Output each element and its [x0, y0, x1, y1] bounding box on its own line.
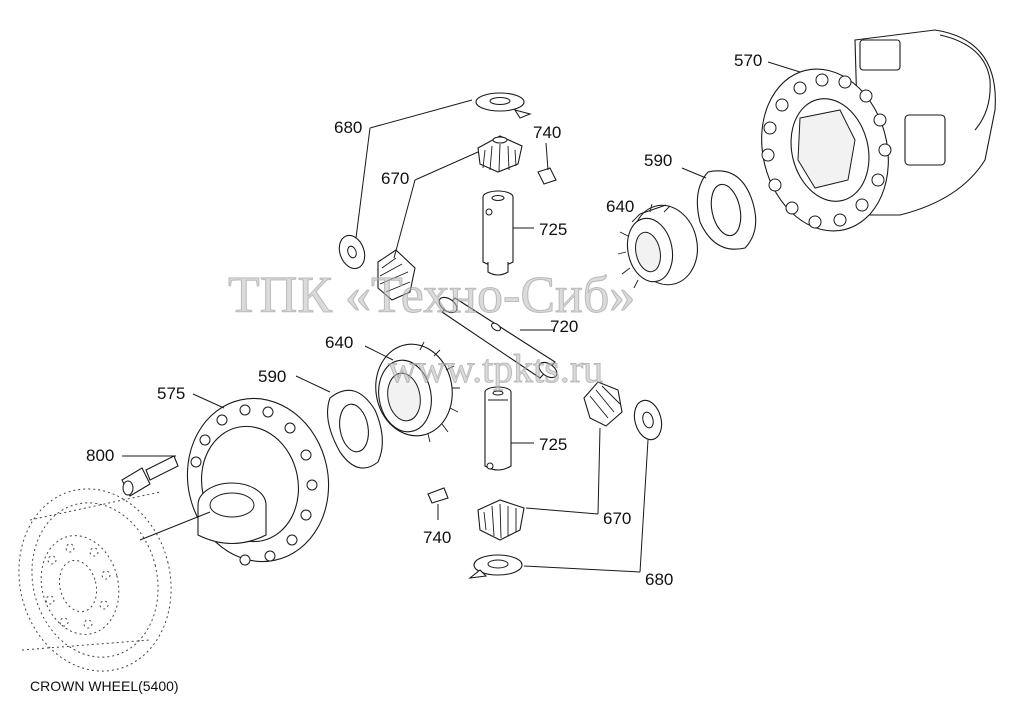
label-680-top: 680	[334, 118, 362, 137]
label-670-top: 670	[381, 169, 409, 188]
pinion-gear-670-right	[583, 381, 623, 427]
label-590-right: 590	[644, 151, 672, 170]
pinion-gear-670-left	[377, 249, 416, 301]
lock-pin-740-top	[537, 167, 557, 185]
watermark-main: ТПК «Техно-Сиб»	[228, 267, 635, 324]
thrust-washer-680-left	[338, 234, 366, 270]
part-labels: 570 680 740 670 590 640 725 720 640 590 …	[86, 51, 762, 589]
cross-shaft-725-bottom	[484, 386, 512, 471]
label-800: 800	[86, 446, 114, 465]
thrust-washer-590-left	[327, 389, 383, 469]
label-670-bottom: 670	[603, 509, 631, 528]
watermark-url: www.tpkts.ru	[388, 346, 603, 391]
label-570: 570	[734, 51, 762, 70]
label-640-right: 640	[606, 197, 634, 216]
label-740-bottom: 740	[423, 528, 451, 547]
crown-wheel-5400	[18, 488, 172, 672]
label-590-left: 590	[258, 367, 286, 386]
label-640-left: 640	[325, 333, 353, 352]
thrust-washer-590-right	[696, 170, 757, 250]
bolt-800	[121, 455, 179, 497]
label-720: 720	[550, 317, 578, 336]
label-740-top: 740	[533, 123, 561, 142]
case-flange-575	[186, 397, 330, 566]
side-gear-640-left	[375, 341, 460, 443]
label-575: 575	[157, 384, 185, 403]
leader-lines	[122, 61, 801, 573]
lock-pin-740-bottom	[427, 487, 449, 504]
thrust-washer-680-bottom	[468, 554, 523, 579]
watermark: ТПК «Техно-Сиб» www.tpkts.ru	[228, 267, 636, 392]
label-680-bottom: 680	[645, 570, 673, 589]
thrust-washer-680-right	[633, 399, 663, 441]
label-725-top: 725	[539, 220, 567, 239]
cross-shaft-725-top	[482, 190, 514, 276]
differential-case-570	[761, 29, 996, 232]
crown-wheel-caption: CROWN WHEEL(5400)	[30, 678, 179, 694]
label-725-bottom: 725	[539, 435, 567, 454]
pinion-gear-670-top	[477, 135, 523, 173]
cross-shaft-720	[438, 296, 558, 379]
side-gear-640-right	[617, 203, 698, 289]
pinion-gear-670-bottom	[477, 499, 525, 541]
thrust-washer-680-top	[475, 92, 532, 119]
